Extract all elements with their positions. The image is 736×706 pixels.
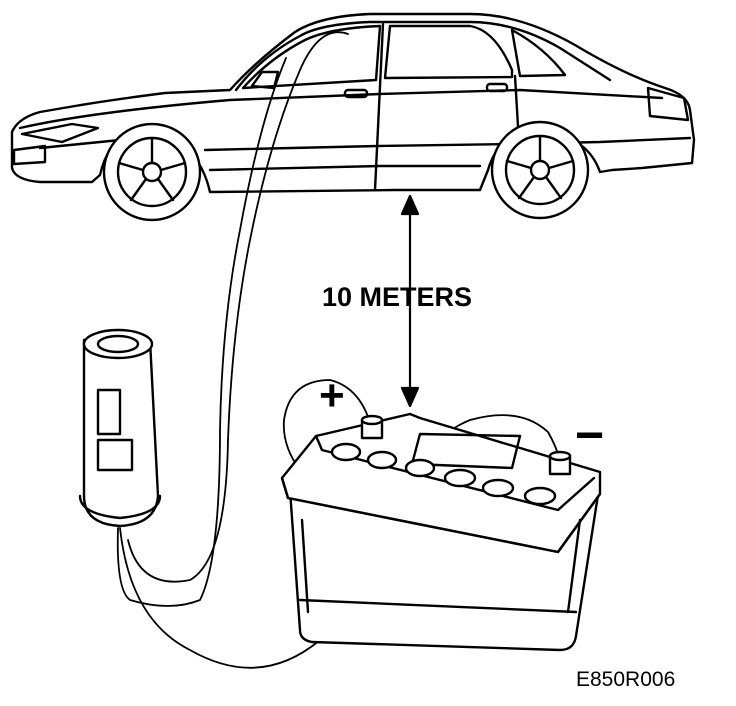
car-mirror — [252, 72, 278, 88]
battery-icon — [282, 414, 600, 650]
positive-terminal — [362, 416, 382, 438]
car-rear-door-window — [385, 26, 512, 78]
car-rear-window — [512, 30, 565, 76]
car-window-frame — [236, 22, 610, 90]
positive-sign-label: + — [319, 371, 345, 420]
car-front-door-window — [243, 26, 380, 88]
car-icon — [12, 14, 694, 220]
double-arrow-icon — [402, 196, 418, 406]
car-front-wheel — [104, 124, 200, 220]
car-rear-wheel — [492, 122, 588, 218]
distance-label: 10 METERS — [322, 282, 473, 312]
figure-code-label: E850R006 — [576, 668, 676, 691]
negative-sign-label: − — [575, 407, 605, 463]
charger-icon — [80, 330, 160, 526]
negative-terminal — [550, 452, 570, 474]
